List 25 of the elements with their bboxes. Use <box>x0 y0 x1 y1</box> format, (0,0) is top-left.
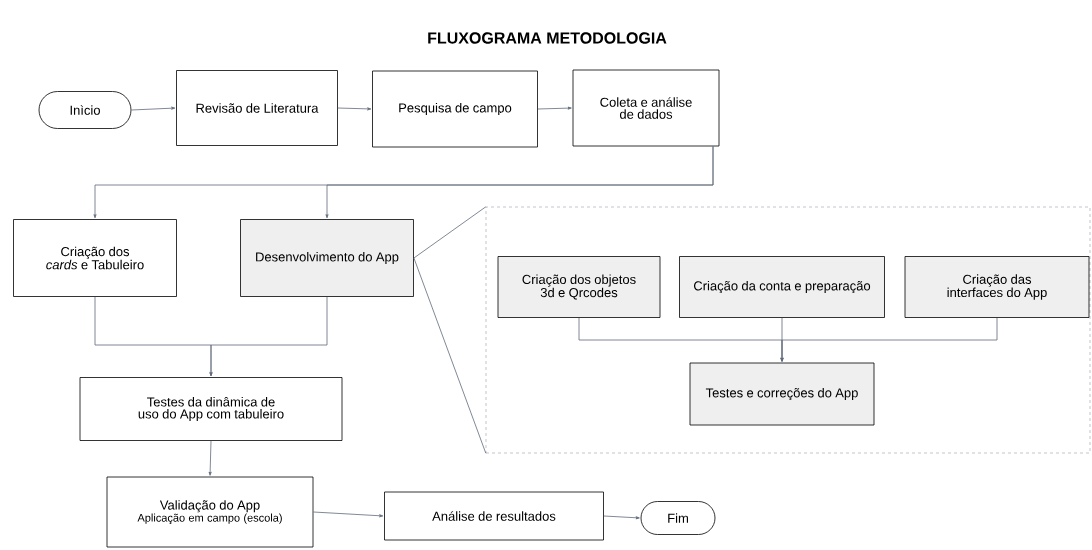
process-box: Testes da dinâmica de uso do App com tabuleiro <box>79 377 343 441</box>
process-box: Criação dos cards e Tabuleiro <box>13 219 177 297</box>
arrow <box>208 440 212 476</box>
title: FLUXOGRAMA METODOLOGIA <box>428 32 667 44</box>
process-box: Testes e correções do App <box>689 362 875 426</box>
process-box: Validação do App Aplicação em campo (escola) <box>106 476 314 548</box>
arrow <box>313 511 384 518</box>
process-box: Revisão de Literatura <box>176 70 338 146</box>
arrow <box>337 107 372 111</box>
connector-line <box>413 257 487 454</box>
process-box: Análise de resultados <box>384 491 604 541</box>
dashed-frame <box>485 206 1091 454</box>
process-box: Criação das interfaces do App <box>904 256 1090 318</box>
arrow <box>603 515 640 520</box>
process-box: Pesquisa de campo <box>372 70 538 148</box>
process-box: Coleta e análise de dados <box>572 69 720 147</box>
arrow <box>209 296 328 377</box>
process-box: Desenvolvimento do App <box>240 219 414 297</box>
process-box: Criação da conta e preparação <box>679 256 885 318</box>
arrow <box>131 106 176 111</box>
arrow <box>537 106 572 110</box>
process-box: Criação dos objetos 3d e Qrcodes <box>497 256 661 318</box>
connector-line <box>413 206 487 259</box>
arrow <box>325 146 714 219</box>
arrow <box>780 317 998 362</box>
